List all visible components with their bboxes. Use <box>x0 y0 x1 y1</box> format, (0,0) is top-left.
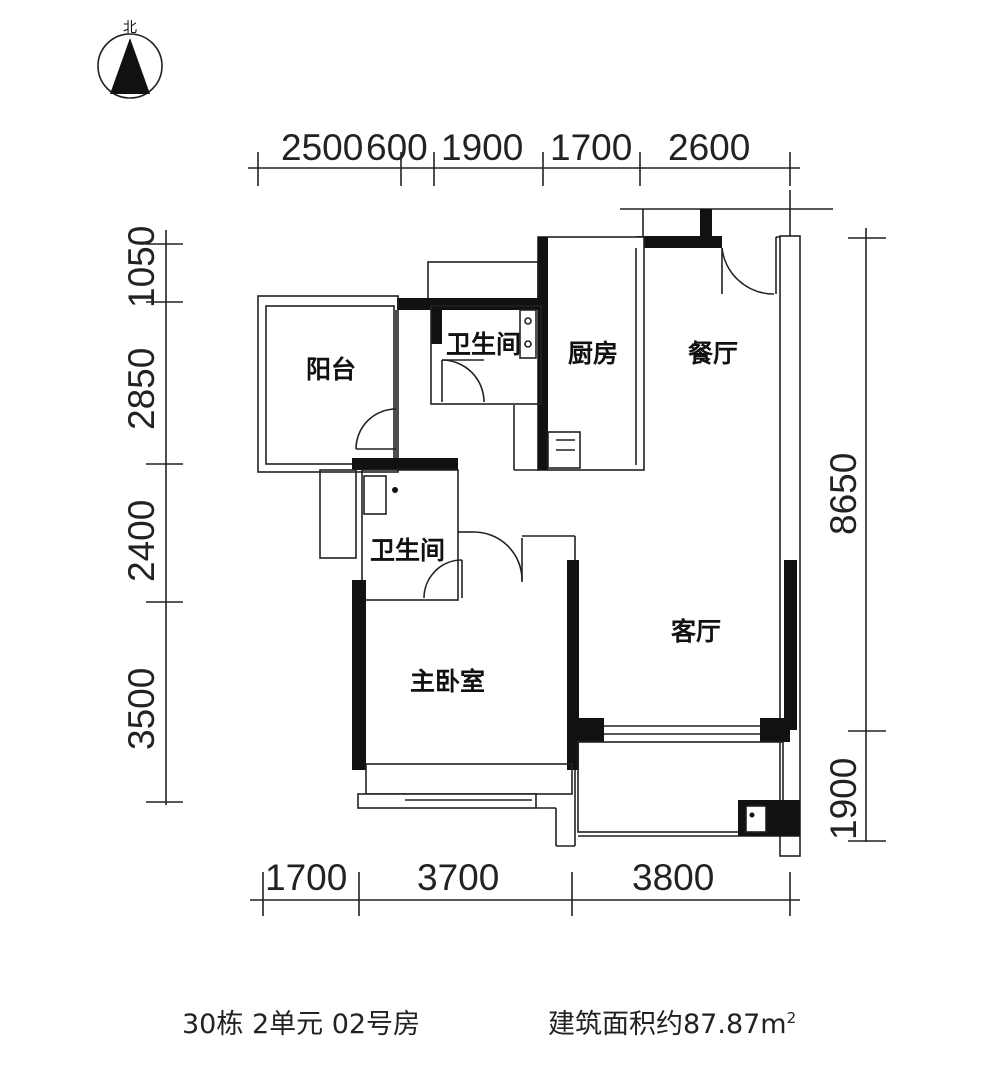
compass-circle <box>97 33 163 99</box>
dim-bottom-1: 1700 <box>265 857 347 898</box>
dim-left-4: 3500 <box>121 668 162 750</box>
dim-top-3: 1900 <box>441 127 523 168</box>
dim-bottom-3: 3800 <box>632 857 714 898</box>
room-label-kitchen: 厨房 <box>568 339 618 368</box>
north-compass: 北 <box>97 20 163 99</box>
dim-left-3: 2400 <box>121 500 162 582</box>
room-label-master-bedroom: 主卧室 <box>410 667 485 696</box>
room-label-bathroom-upper: 卫生间 <box>446 330 521 359</box>
dim-top-2: 600 <box>366 127 428 168</box>
room-label-balcony: 阳台 <box>306 355 356 384</box>
dim-top-5: 2600 <box>668 127 750 168</box>
unit-caption: 30栋 2单元 02号房 <box>182 1009 421 1040</box>
area-superscript: 2 <box>786 1009 797 1027</box>
dimension-top: 2500 600 1900 1700 2600 <box>248 127 800 186</box>
area-caption: 建筑面积约87.87m2 <box>548 1002 796 1041</box>
dim-left-2: 2850 <box>121 348 162 430</box>
room-label-bathroom-lower: 卫生间 <box>370 536 445 565</box>
dim-right-1: 8650 <box>823 453 864 535</box>
north-arrow-icon <box>110 38 150 94</box>
dim-left-1: 1050 <box>121 226 162 308</box>
dim-top-4: 1700 <box>550 127 632 168</box>
dim-bottom-2: 3700 <box>417 857 499 898</box>
room-labels: 阳台 卫生间 厨房 餐厅 卫生间 客厅 主卧室 <box>306 330 738 696</box>
area-text: 建筑面积约87.87m <box>548 1009 787 1040</box>
room-label-dining: 餐厅 <box>688 339 738 368</box>
room-label-living: 客厅 <box>671 617 721 646</box>
compass-label: 北 <box>123 20 137 36</box>
walls <box>257 190 833 857</box>
dimension-bottom: 1700 3700 3800 <box>250 857 800 916</box>
entry-door-arc <box>721 247 775 295</box>
dimension-left: 1050 2850 2400 3500 <box>121 226 183 805</box>
dim-right-2: 1900 <box>823 758 864 840</box>
dim-top-1: 2500 <box>281 127 363 168</box>
dimension-right: 8650 1900 <box>823 228 886 842</box>
